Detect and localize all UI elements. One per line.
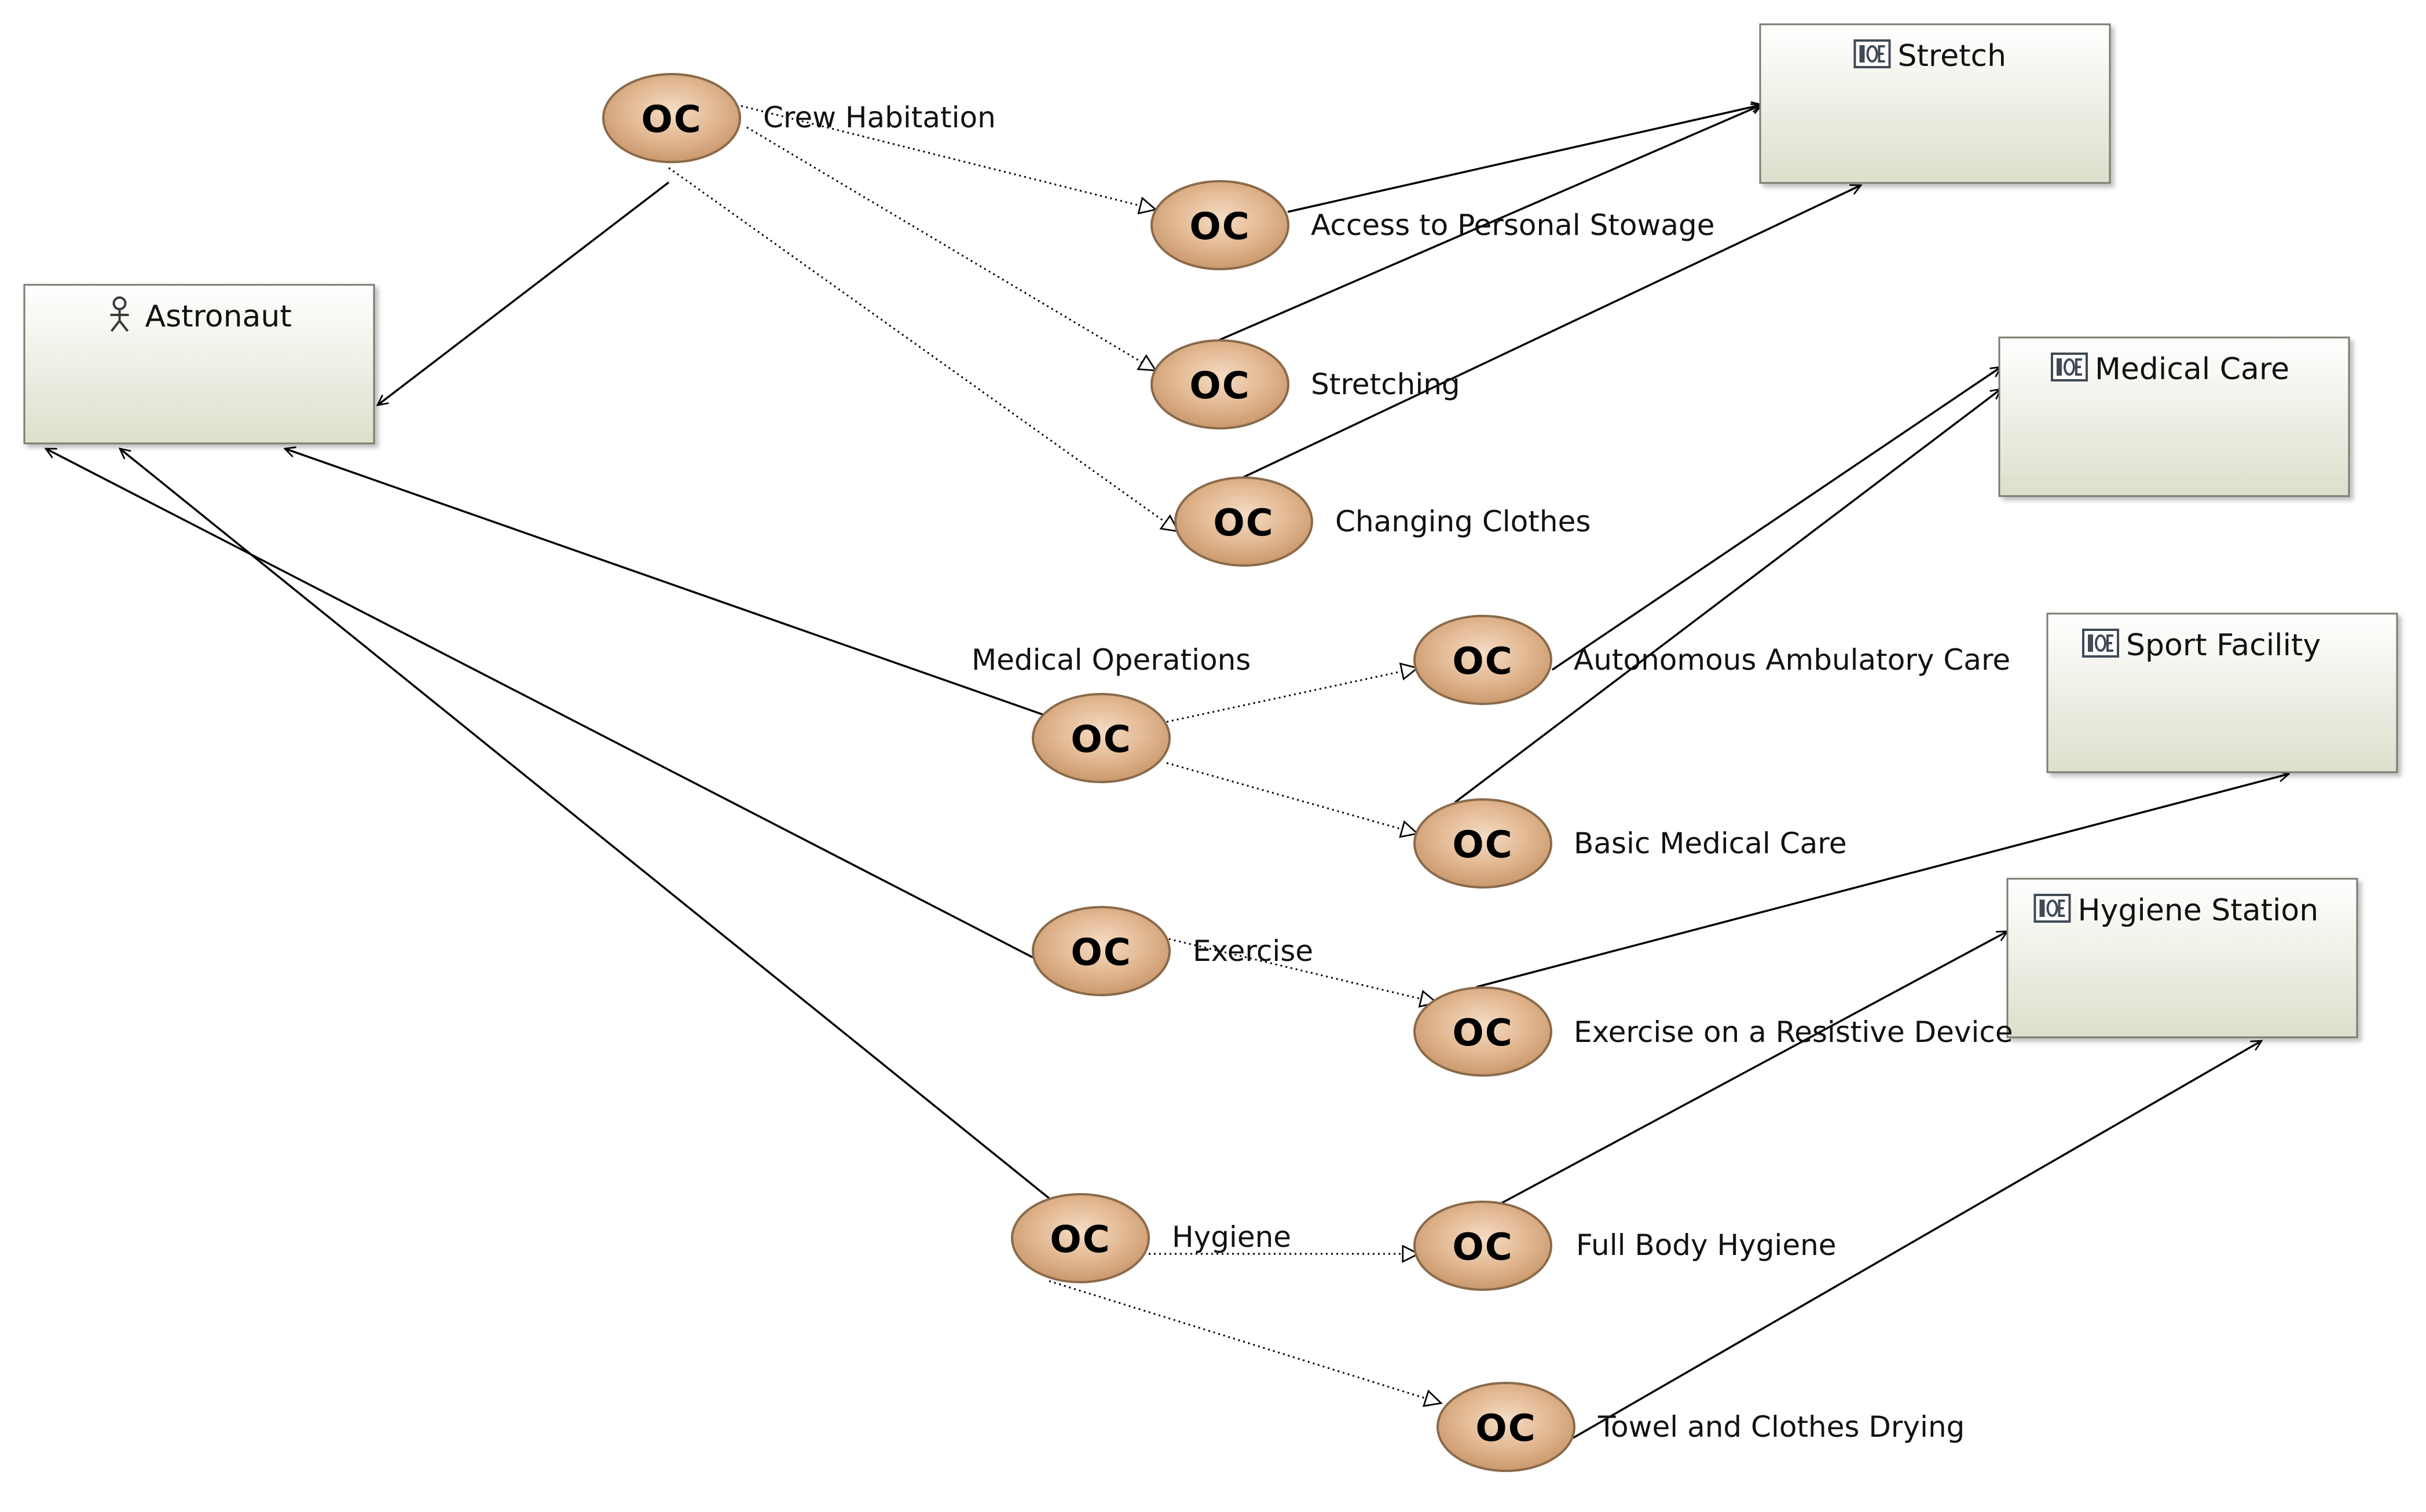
capability-node-icon[interactable] <box>1150 180 1289 270</box>
capability-label: Exercise <box>1193 934 1313 968</box>
capability-label: Autonomous Ambulatory Care <box>1574 643 2010 677</box>
capability-node-icon[interactable] <box>1032 906 1171 996</box>
link-crew-habitation-to-access-personal-stowage[interactable] <box>741 105 1157 215</box>
capability-exercise-resistive-device[interactable]: OC Exercise on a Resistive Device <box>1413 986 2013 1077</box>
link-medical-operations-to-astronaut[interactable] <box>285 449 1045 716</box>
capability-node-icon[interactable] <box>1032 693 1171 783</box>
capability-node-icon[interactable] <box>1413 798 1552 889</box>
capability-label: Crew Habitation <box>763 101 996 134</box>
capability-label: Stretching <box>1311 368 1460 401</box>
capability-glyph: OC <box>1050 1219 1111 1261</box>
block-label: Stretch <box>1898 39 2007 74</box>
capability-hygiene[interactable]: OC Hygiene <box>1011 1193 1291 1283</box>
link-exercise-resistive-device-to-sport-facility[interactable] <box>1476 774 2289 988</box>
capability-full-body-hygiene[interactable]: OC Full Body Hygiene <box>1413 1201 1837 1291</box>
block-stretch[interactable]: Stretch <box>1759 23 2111 184</box>
link-medical-operations-to-autonomous-ambulatory-care[interactable] <box>1166 662 1419 723</box>
block-hygiene-station[interactable]: Hygiene Station <box>2006 878 2358 1038</box>
link-hygiene-to-towel-clothes-drying[interactable] <box>1049 1280 1443 1407</box>
capability-label: Basic Medical Care <box>1574 827 1846 860</box>
operational-entity-icon <box>1853 39 1891 68</box>
block-sport-facility[interactable]: Sport Facility <box>2046 612 2398 773</box>
link-changing-clothes-to-stretch[interactable] <box>1240 185 1861 480</box>
capability-label: Full Body Hygiene <box>1576 1228 1837 1262</box>
link-towel-clothes-drying-to-hygiene-station[interactable] <box>1573 1041 2262 1439</box>
capability-glyph: OC <box>1189 365 1250 408</box>
capability-towel-clothes-drying[interactable]: OC Towel and Clothes Drying <box>1436 1382 1965 1472</box>
operational-entity-icon <box>2051 353 2088 381</box>
capability-label: Access to Personal Stowage <box>1311 208 1715 242</box>
capability-glyph: OC <box>641 98 702 141</box>
link-medical-operations-to-basic-medical-care[interactable] <box>1166 762 1419 838</box>
link-access-personal-stowage-to-stretch[interactable] <box>1287 105 1762 213</box>
block-label: Hygiene Station <box>2078 893 2319 928</box>
capability-changing-clothes[interactable]: OC Changing Clothes <box>1174 476 1591 567</box>
capability-glyph: OC <box>1189 205 1250 248</box>
operational-entity-icon <box>2082 629 2119 658</box>
block-medical-care[interactable]: Medical Care <box>1998 336 2350 497</box>
capability-node-icon[interactable] <box>602 73 741 163</box>
capability-glyph: OC <box>1071 718 1131 761</box>
link-basic-medical-care-to-medical-care[interactable] <box>1454 389 2001 803</box>
capability-access-personal-stowage[interactable]: OC Access to Personal Stowage <box>1150 180 1715 270</box>
capability-stretching[interactable]: OC Stretching <box>1150 339 1460 430</box>
operational-entity-icon <box>2033 894 2071 923</box>
capability-crew-habitation[interactable]: OC Crew Habitation <box>602 73 996 163</box>
link-full-body-hygiene-to-hygiene-station[interactable] <box>1501 930 2007 1204</box>
link-hygiene-to-astronaut[interactable] <box>120 449 1050 1199</box>
capability-node-icon[interactable] <box>1436 1382 1575 1472</box>
capability-glyph: OC <box>1452 824 1513 867</box>
block-label: Sport Facility <box>2126 628 2321 663</box>
capability-basic-medical-care[interactable]: OC Basic Medical Care <box>1413 798 1846 889</box>
block-label: Astronaut <box>145 299 292 334</box>
capability-glyph: OC <box>1452 640 1513 683</box>
capability-label: Exercise on a Resistive Device <box>1574 1015 2013 1049</box>
capability-label: Medical Operations <box>972 643 1251 677</box>
capability-node-icon[interactable] <box>1413 615 1552 705</box>
capability-label: Hygiene <box>1172 1220 1291 1254</box>
capability-glyph: OC <box>1475 1407 1536 1450</box>
capability-glyph: OC <box>1071 931 1131 974</box>
capability-label: Towel and Clothes Drying <box>1597 1410 1965 1444</box>
link-stretching-to-stretch[interactable] <box>1216 105 1762 342</box>
capability-exercise[interactable]: OC Exercise <box>1032 906 1313 996</box>
capability-node-icon[interactable] <box>1413 1201 1552 1291</box>
link-crew-habitation-to-astronaut[interactable] <box>378 181 670 405</box>
block-astronaut[interactable]: Astronaut <box>23 284 375 445</box>
capability-glyph: OC <box>1213 502 1274 545</box>
block-label: Medical Care <box>2095 352 2289 387</box>
capability-label: Changing Clothes <box>1335 505 1591 538</box>
capability-node-icon[interactable] <box>1174 476 1313 567</box>
link-autonomous-ambulatory-care-to-medical-care[interactable] <box>1552 367 2001 671</box>
capability-node-icon[interactable] <box>1150 339 1289 430</box>
capability-glyph: OC <box>1452 1226 1513 1269</box>
link-exercise-to-astronaut[interactable] <box>46 447 1034 959</box>
link-crew-habitation-to-stretching[interactable] <box>746 126 1157 372</box>
capability-node-icon[interactable] <box>1413 986 1552 1077</box>
capability-medical-operations[interactable]: OC Medical Operations <box>972 643 1251 783</box>
actor-icon <box>110 296 129 332</box>
capability-glyph: OC <box>1452 1012 1513 1055</box>
link-crew-habitation-to-changing-clothes[interactable] <box>668 167 1180 533</box>
capability-autonomous-ambulatory-care[interactable]: OC Autonomous Ambulatory Care <box>1413 615 2010 705</box>
capability-node-icon[interactable] <box>1011 1193 1150 1283</box>
